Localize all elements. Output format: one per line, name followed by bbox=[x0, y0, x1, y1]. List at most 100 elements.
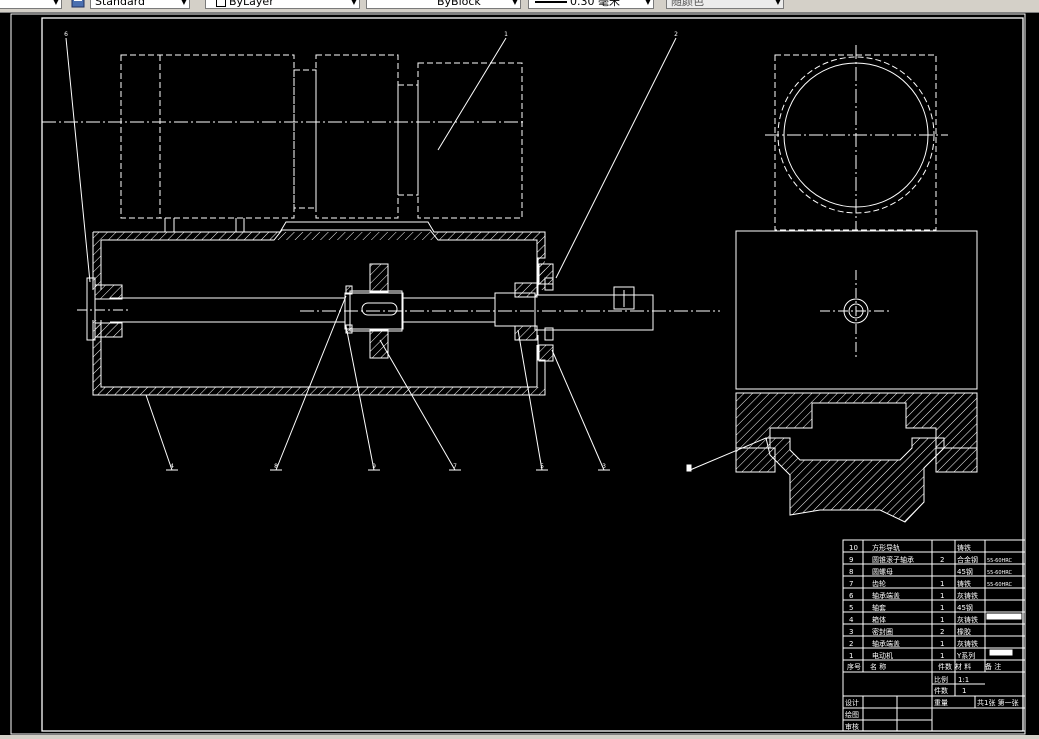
scale-label: 比例 bbox=[934, 675, 948, 684]
balloon-7: 7 bbox=[453, 463, 457, 470]
bom-cell-material: 45钢 bbox=[957, 567, 973, 576]
qty-label: 件数 bbox=[934, 686, 948, 695]
balloon-8: 8 bbox=[274, 463, 278, 470]
balloon-4: 4 bbox=[170, 463, 174, 470]
chevron-down-icon: ▼ bbox=[52, 0, 59, 6]
bom-header-qty: 件数 bbox=[938, 662, 952, 671]
balloon-labels: 1 2 3 4 5 6 7 8 9 bbox=[64, 31, 678, 470]
bom-cell-name: 齿轮 bbox=[872, 579, 886, 588]
bom-cell-no: 9 bbox=[849, 556, 853, 564]
motor-outline bbox=[120, 54, 523, 219]
bom-cell-name: 轴套 bbox=[872, 603, 886, 612]
textstyle-icon[interactable] bbox=[71, 0, 85, 8]
left-bearing-cap bbox=[77, 277, 130, 341]
balloon-2: 2 bbox=[674, 31, 678, 38]
leader-lines bbox=[65, 37, 767, 471]
bom-cell-material: 铸铁 bbox=[957, 579, 971, 588]
design-label: 设计 bbox=[845, 698, 859, 707]
bom-cell-name: 箱体 bbox=[872, 615, 886, 624]
bom-cell-qty: 2 bbox=[940, 556, 944, 564]
bom-cell-no: 6 bbox=[849, 592, 854, 600]
bom-cell-name: 轴承端盖 bbox=[872, 639, 900, 648]
bom-cell-qty: 1 bbox=[940, 616, 944, 624]
bom-cell-material: 铸铁 bbox=[957, 543, 971, 552]
balloon-3: 3 bbox=[602, 463, 606, 470]
qty-value: 1 bbox=[962, 687, 966, 695]
sheet-label: 共1张 第一张 bbox=[977, 698, 1019, 707]
bom-cell-no: 2 bbox=[849, 640, 853, 648]
draw-label: 绘图 bbox=[845, 710, 859, 719]
lineweight-select[interactable]: 0.30 毫米 ▼ bbox=[528, 0, 654, 9]
bom-cell-no: 7 bbox=[849, 580, 853, 588]
gearbox-housing bbox=[92, 221, 546, 396]
check-label: 审核 bbox=[845, 722, 859, 731]
chevron-down-icon: ▼ bbox=[180, 0, 187, 6]
textstyle-select[interactable]: Standard ▼ bbox=[90, 0, 190, 9]
chevron-down-icon: ▼ bbox=[350, 0, 357, 6]
right-bearing bbox=[514, 263, 554, 362]
bom-cell-no: 8 bbox=[849, 568, 853, 576]
main-shaft bbox=[110, 286, 720, 331]
bom-cell-qty: 1 bbox=[940, 652, 944, 660]
bom-cell-no: 10 bbox=[849, 544, 858, 552]
textstyle-dropdown[interactable]: ▼ bbox=[0, 0, 62, 9]
outer-border bbox=[10, 13, 1026, 735]
linetype-select[interactable]: ByBlock ▼ bbox=[366, 0, 521, 9]
layer-color-select[interactable]: ByLayer ▼ bbox=[205, 0, 360, 9]
textstyle-value: Standard bbox=[95, 0, 146, 8]
balloon-1: 1 bbox=[504, 31, 508, 38]
bom-cell-no: 5 bbox=[849, 604, 853, 612]
bom-cell-material: 灰铸铁 bbox=[957, 615, 978, 624]
balloon-6: 6 bbox=[64, 31, 68, 38]
inner-border bbox=[41, 17, 1024, 732]
bom-cell-material: Y系列 bbox=[956, 651, 975, 660]
bom-header-note: 备 注 bbox=[985, 662, 1001, 671]
bom-cell-qty: 1 bbox=[940, 592, 944, 600]
bom-cell-no: 1 bbox=[849, 652, 853, 660]
bom-cell-material: 灰铸铁 bbox=[957, 639, 978, 648]
bom-cell-material: 45钢 bbox=[957, 603, 973, 612]
chevron-down-icon: ▼ bbox=[774, 0, 781, 6]
bom-cell-note: 55-60HRC bbox=[987, 570, 1013, 576]
bom-header-no: 序号 bbox=[847, 662, 861, 671]
chevron-down-icon: ▼ bbox=[511, 0, 518, 6]
lineweight-preview bbox=[535, 1, 567, 3]
status-bar bbox=[0, 735, 1039, 739]
gear bbox=[345, 263, 403, 359]
color-swatch-icon bbox=[216, 0, 226, 7]
layer-value: ByLayer bbox=[229, 0, 274, 8]
properties-toolbar: ▼ Standard ▼ ByLayer ▼ ByBlock ▼ 0.30 毫米 ▼… bbox=[0, 0, 1039, 13]
bom-header-name: 名 称 bbox=[870, 662, 886, 671]
lineweight-value: 0.30 毫米 bbox=[570, 0, 620, 8]
scale-value: 1:1 bbox=[958, 676, 969, 684]
bom-cell-material: 橡胶 bbox=[957, 627, 971, 636]
bom-cell-no: 4 bbox=[849, 616, 854, 624]
side-view bbox=[735, 45, 978, 523]
bom-cell-name: 轴承端盖 bbox=[872, 591, 900, 600]
chevron-down-icon: ▼ bbox=[644, 0, 651, 6]
linetype-value: ByBlock bbox=[437, 0, 481, 8]
bom-cell-note: 55-60HRC bbox=[987, 558, 1013, 564]
title-block-text: 比例 1:1 件数 1 设计 绘图 审核 重量 共1张 第一张 bbox=[845, 675, 1019, 731]
balloon-5: 5 bbox=[540, 463, 544, 470]
bom-cell-qty: 2 bbox=[940, 628, 944, 636]
cad-drawing-canvas[interactable]: 1 2 3 4 5 6 7 8 9 bbox=[0, 12, 1039, 735]
bom-cell-name: 圆螺母 bbox=[872, 567, 893, 576]
bom-cell-material: 合金钢 bbox=[957, 555, 978, 564]
balloon-9: 9 bbox=[372, 463, 376, 470]
balloon-marker bbox=[686, 464, 692, 472]
weight-label: 重量 bbox=[934, 699, 948, 707]
bom-cell-name: 电动机 bbox=[872, 651, 893, 660]
bom-cell-name: 密封圈 bbox=[872, 627, 893, 636]
bom-cell-qty: 1 bbox=[940, 640, 944, 648]
bom-cell-no: 3 bbox=[849, 628, 853, 636]
bom-header-material: 材 料 bbox=[955, 662, 971, 671]
bom-cell-qty: 1 bbox=[940, 604, 944, 612]
plotstyle-select[interactable]: 随颜色▼ bbox=[666, 0, 784, 9]
bom-cell-qty: 1 bbox=[940, 580, 944, 588]
bom-cell-name: 方形导轨 bbox=[872, 543, 900, 552]
bom-cell-material: 灰铸铁 bbox=[957, 591, 978, 600]
bom-table bbox=[842, 539, 1026, 732]
bom-cell-name: 圆锥滚子轴承 bbox=[872, 555, 914, 564]
